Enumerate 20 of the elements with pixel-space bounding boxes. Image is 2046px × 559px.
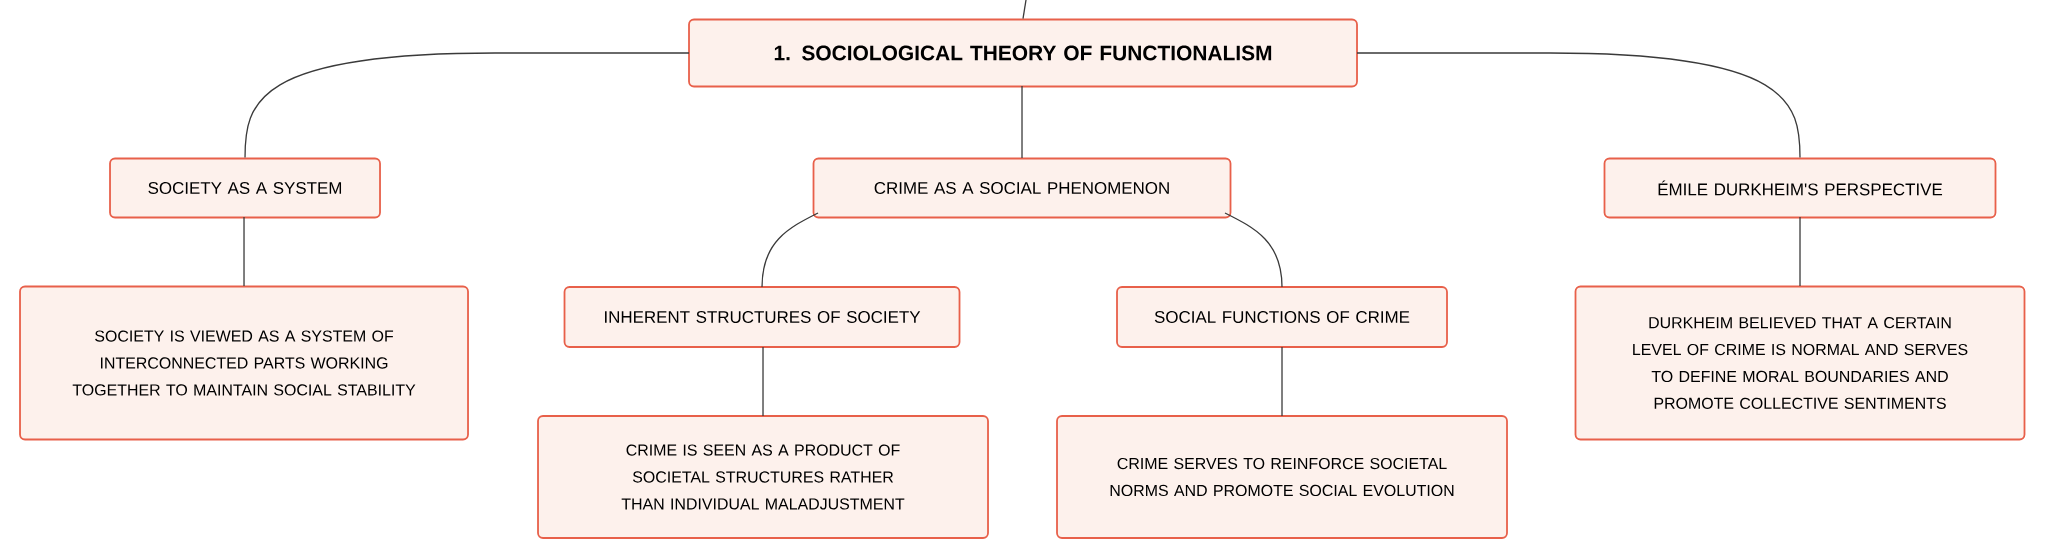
connector-line [1021,85,1023,159]
connector-line [1356,52,1801,159]
topic-box: INHERENT STRUCTURES OF SOCIETY [563,286,961,348]
topic-box: SOCIAL FUNCTIONS OF CRIME [1116,286,1448,348]
connector-line [244,52,690,159]
topic-box: SOCIETY AS A SYSTEM [109,157,381,219]
connector-line [1799,216,1801,287]
connector-line [762,346,764,417]
connector-line [243,216,245,287]
description-box: CRIME IS SEEN AS A PRODUCT OF SOCIETAL STRUCTURES RATHER THAN INDIVIDUAL MALADJUSTMENT [537,415,989,539]
connector-line [761,212,819,288]
description-box: DURKHEIM BELIEVED THAT A CERTAIN LEVEL OF CRIME IS NORMAL AND SERVES TO DEFINE MORAL BOUNDARIES AND PROMOTE COLLECTIVE SENTIMENTS [1574,285,2026,441]
description-box: SOCIETY IS VIEWED AS A SYSTEM OF INTERCONNECTED PARTS WORKING TOGETHER TO MAINTAIN SOCIAL STABILITY [19,285,469,441]
topic-box: ÉMILE DURKHEIM'S PERSPECTIVE [1603,157,1997,219]
description-box: CRIME SERVES TO REINFORCE SOCIETAL NORMS AND PROMOTE SOCIAL EVOLUTION [1056,415,1508,539]
topic-box: CRIME AS A SOCIAL PHENOMENON [812,157,1232,219]
connector-line [1281,346,1283,417]
title-box: 1. SOCIOLOGICAL THEORY OF FUNCTIONALISM [688,18,1358,88]
connector-line [1224,212,1283,288]
connector-line [1022,0,1027,20]
